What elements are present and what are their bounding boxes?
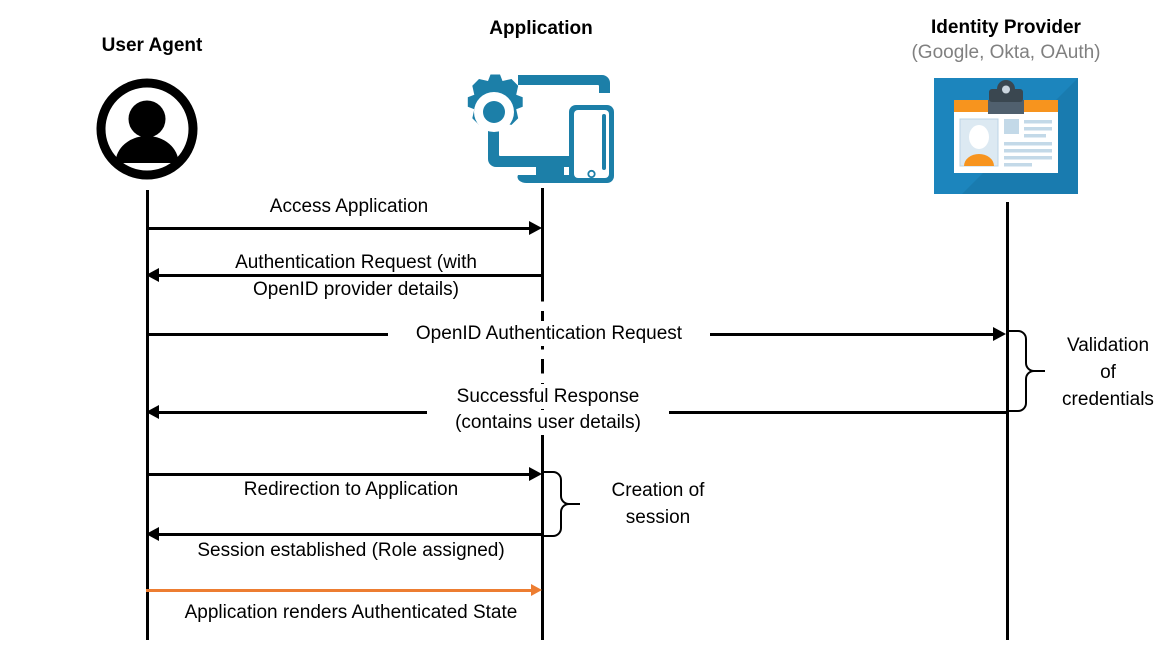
annotation-line-2: of xyxy=(1100,362,1116,383)
lifeline-application-upper xyxy=(541,188,544,300)
lifeline-identity-provider xyxy=(1006,202,1009,640)
curly-brace-session-icon xyxy=(541,469,583,544)
message-label-successful-response-line2: (contains user details) xyxy=(427,410,669,435)
annotation-line-3: credentials xyxy=(1062,389,1154,410)
message-arrow-authentication-request xyxy=(158,274,544,277)
id-badge-icon xyxy=(934,78,1078,199)
message-label-openid-authentication-request: OpenID Authentication Request xyxy=(388,321,710,346)
message-label-session-established: Session established (Role assigned) xyxy=(197,540,505,561)
arrowhead-right-icon xyxy=(529,467,542,481)
message-arrow-session-established xyxy=(158,533,544,536)
gear-monitor-phone-icon xyxy=(452,65,632,195)
actor-title-identity-provider: Identity Provider xyxy=(931,17,1081,38)
message-label-application-renders-authenticated-state: Application renders Authenticated State xyxy=(184,602,518,623)
arrowhead-left-icon xyxy=(146,405,159,419)
lifeline-application-dashed xyxy=(541,300,544,442)
actor-title-user-agent: User Agent xyxy=(101,35,203,56)
person-circle-icon xyxy=(95,77,199,186)
message-label-authentication-request-line2: OpenID provider details) xyxy=(253,279,459,300)
annotation-line-1: Creation of xyxy=(611,480,705,501)
annotation-line-2: session xyxy=(625,507,691,528)
message-arrow-redirection-to-application xyxy=(146,473,536,476)
message-label-successful-response-line1: Successful Response xyxy=(427,384,669,409)
annotation-creation-of-session: Creation of session xyxy=(578,477,738,531)
message-arrow-access-application xyxy=(146,227,536,230)
lifeline-application-lower xyxy=(541,442,544,640)
annotation-validation-of-credentials: Validation of credentials xyxy=(1044,332,1172,413)
arrowhead-right-icon xyxy=(531,584,542,596)
actor-subtitle-identity-provider: (Google, Okta, OAuth) xyxy=(911,42,1101,63)
message-arrow-application-renders-authenticated-state xyxy=(146,589,534,592)
arrowhead-right-icon xyxy=(993,327,1006,341)
arrowhead-right-icon xyxy=(529,221,542,235)
arrowhead-left-icon xyxy=(146,527,159,541)
arrowhead-left-icon xyxy=(146,268,159,282)
curly-brace-validation-icon xyxy=(1006,328,1048,421)
actor-title-application: Application xyxy=(489,18,593,39)
message-label-redirection-to-application: Redirection to Application xyxy=(243,479,459,500)
annotation-line-1: Validation xyxy=(1066,335,1150,356)
message-label-authentication-request-line1: Authentication Request (with xyxy=(235,252,477,273)
message-label-access-application: Access Application xyxy=(269,196,429,217)
